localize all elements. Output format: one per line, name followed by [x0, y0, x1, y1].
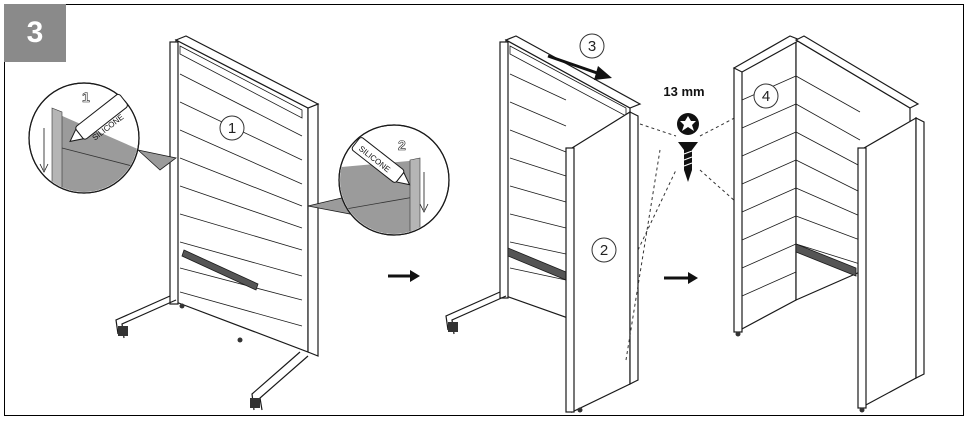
callout-4: [753, 83, 779, 109]
callout-1: [219, 115, 245, 141]
callout-4-label: 4: [762, 88, 770, 105]
wall-panel-2: [445, 35, 642, 413]
callout-3: [579, 33, 605, 59]
diagram-frame: [4, 4, 964, 416]
step-number-badge: 3: [4, 4, 66, 62]
callout-1-label: 1: [228, 120, 236, 137]
callout-2: [591, 237, 617, 263]
arrow-right-1: [388, 270, 420, 282]
silicone-detail-left: [28, 82, 177, 194]
screw-13mm-icon: 13 mm: [663, 84, 705, 182]
detail-right-step: 2: [398, 137, 406, 153]
wall-panel-1: [115, 35, 320, 411]
silicone-detail-right: [307, 124, 450, 236]
detail-left-step: 1: [82, 89, 90, 105]
slide-arrow-3: [547, 54, 612, 80]
corner-assembly: [732, 35, 925, 413]
callout-3-label: 3: [588, 38, 596, 55]
callout-2-label: 2: [600, 242, 608, 259]
arrow-right-2: [664, 272, 698, 284]
screw-size-label: 13 mm: [663, 84, 704, 99]
